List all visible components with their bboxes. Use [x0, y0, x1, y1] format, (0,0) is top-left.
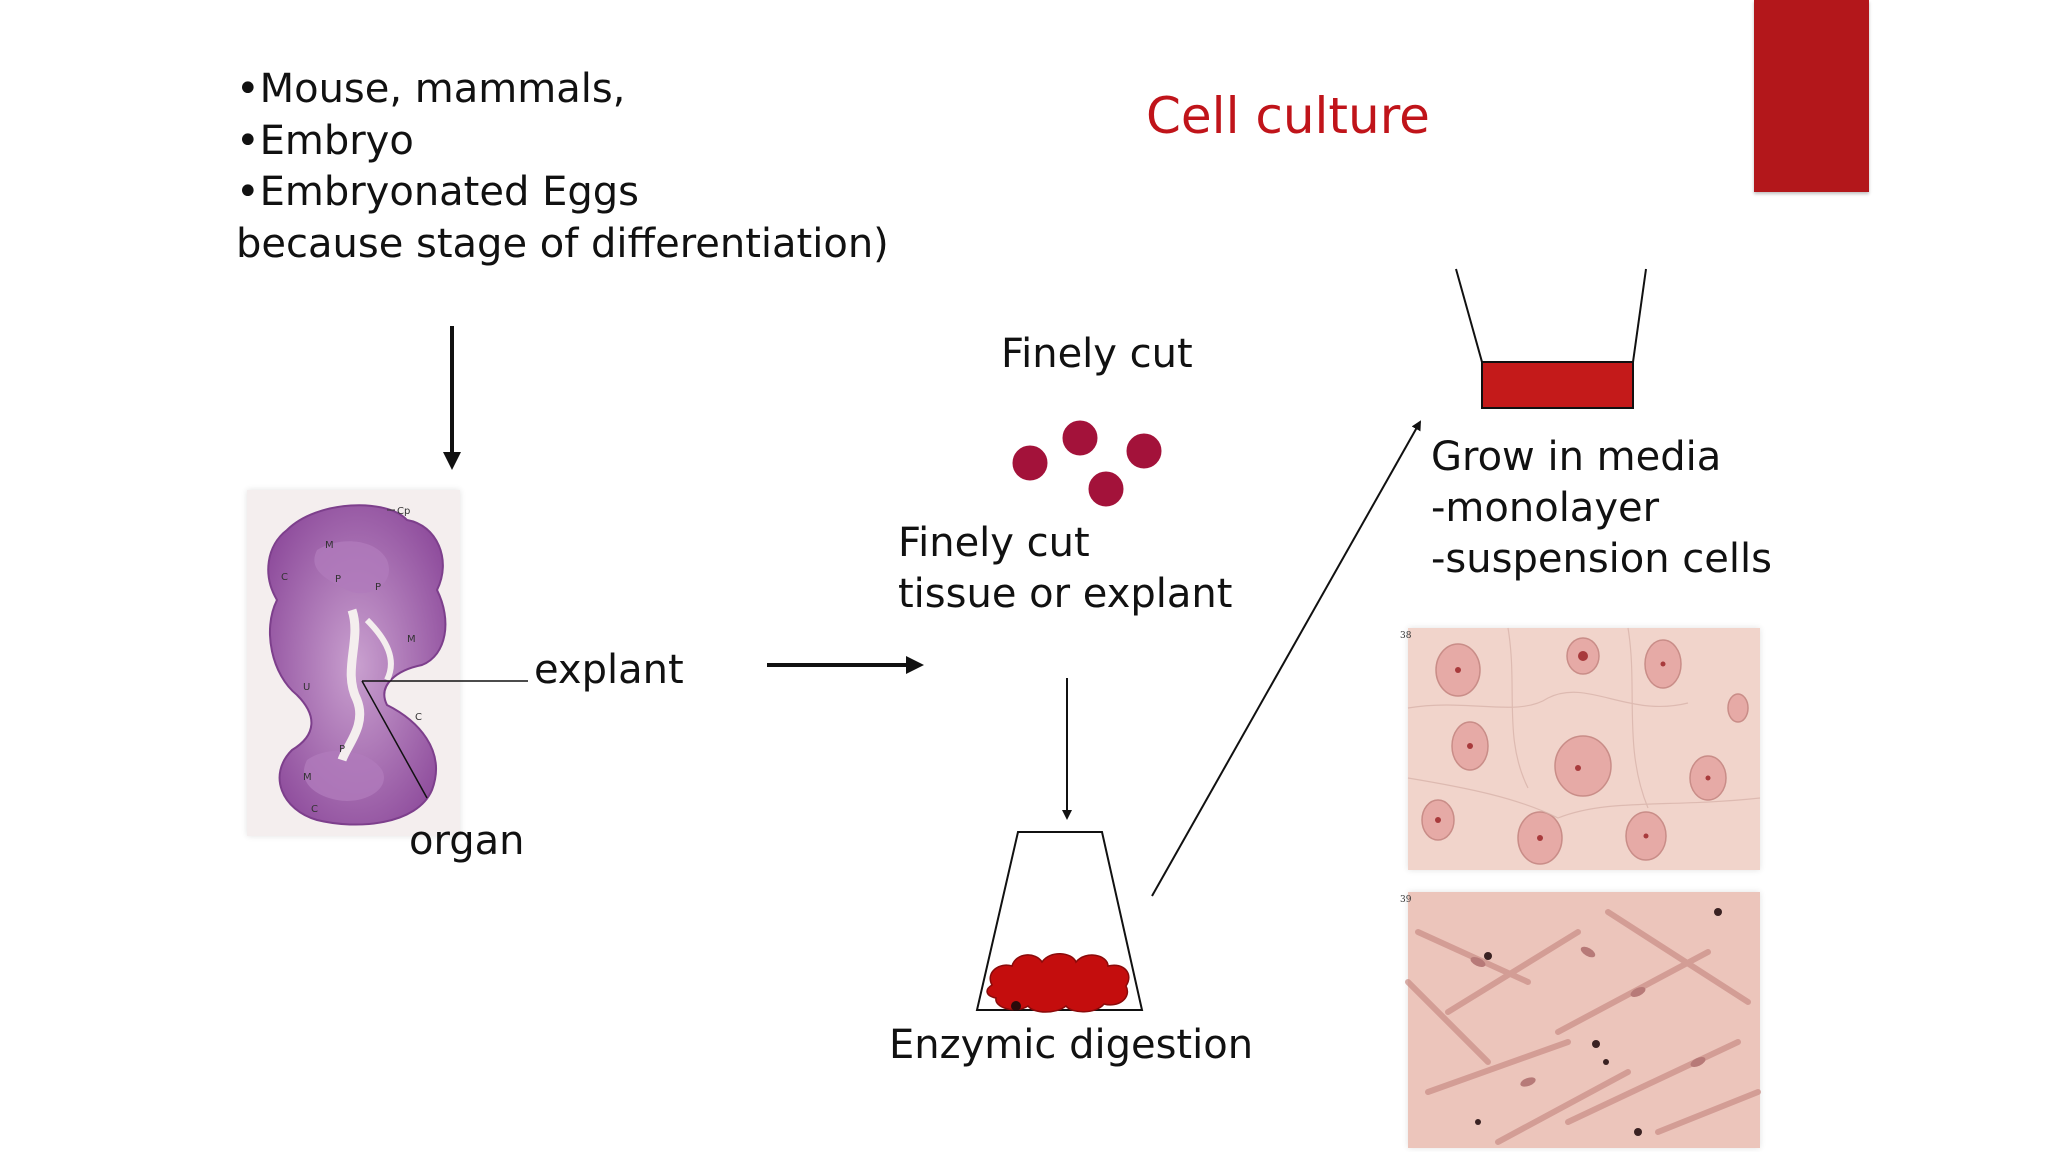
organ-label: organ — [409, 818, 525, 864]
organ-letter: M — [303, 772, 312, 783]
finely-cut-tissue-label: Finely cut tissue or explant — [898, 518, 1232, 620]
organ-letter: P — [339, 744, 345, 755]
tissue-pieces — [1009, 417, 1165, 510]
organ-letter: M — [407, 634, 416, 645]
grow-in-media-label: Grow in media -monolayer -suspension cel… — [1431, 432, 1772, 585]
source-note: because stage of differentiation) — [236, 220, 889, 267]
finely-cut-tissue-line: Finely cut — [898, 520, 1090, 566]
organ-letter: U — [303, 682, 310, 693]
fibroblast-micrograph: 39 — [1400, 892, 1761, 1148]
enzymic-digestion-label: Enzymic digestion — [889, 1022, 1254, 1068]
organ-letter: Cp — [397, 506, 410, 517]
monolayer-micrograph: 38 — [1400, 627, 1761, 870]
source-item: •Embryonated Eggs — [236, 169, 639, 215]
tissue-piece — [1085, 468, 1127, 510]
panel-number: 38 — [1400, 631, 1412, 641]
source-item: •Mouse, mammals, — [236, 66, 626, 112]
organ-letter: C — [281, 572, 288, 583]
tissue-piece — [1009, 442, 1051, 484]
culture-vessel — [1455, 268, 1647, 409]
grow-line: -suspension cells — [1431, 536, 1772, 582]
culture-medium — [1481, 361, 1634, 409]
grow-line: -monolayer — [1431, 485, 1660, 531]
organ-micrograph: Cp M C P P M U C P M C — [247, 490, 460, 836]
source-item: •Embryo — [236, 117, 414, 164]
tissue-piece — [1123, 430, 1165, 472]
organ-pointer — [361, 680, 428, 799]
diagonal-arrow-culture — [1151, 420, 1421, 897]
organ-section — [267, 504, 447, 826]
organ-letter: P — [375, 582, 381, 593]
finely-cut-label: Finely cut — [1001, 331, 1193, 377]
panel-number: 39 — [1400, 895, 1412, 905]
accent-bar — [1754, 0, 1869, 192]
source-list: •Mouse, mammals, •Embryo •Embryonated Eg… — [236, 64, 889, 270]
organ-letter: M — [325, 540, 334, 551]
finely-cut-tissue-line: tissue or explant — [898, 571, 1233, 617]
slide-title: Cell culture — [1146, 87, 1430, 145]
organ-letter: C — [415, 712, 422, 723]
tissue-piece — [1059, 417, 1101, 459]
grow-line: Grow in media — [1431, 434, 1722, 480]
explant-label: explant — [534, 647, 684, 693]
digestion-flask — [975, 831, 1144, 1013]
organ-letter: P — [335, 574, 341, 585]
organ-letter: C — [311, 804, 318, 815]
